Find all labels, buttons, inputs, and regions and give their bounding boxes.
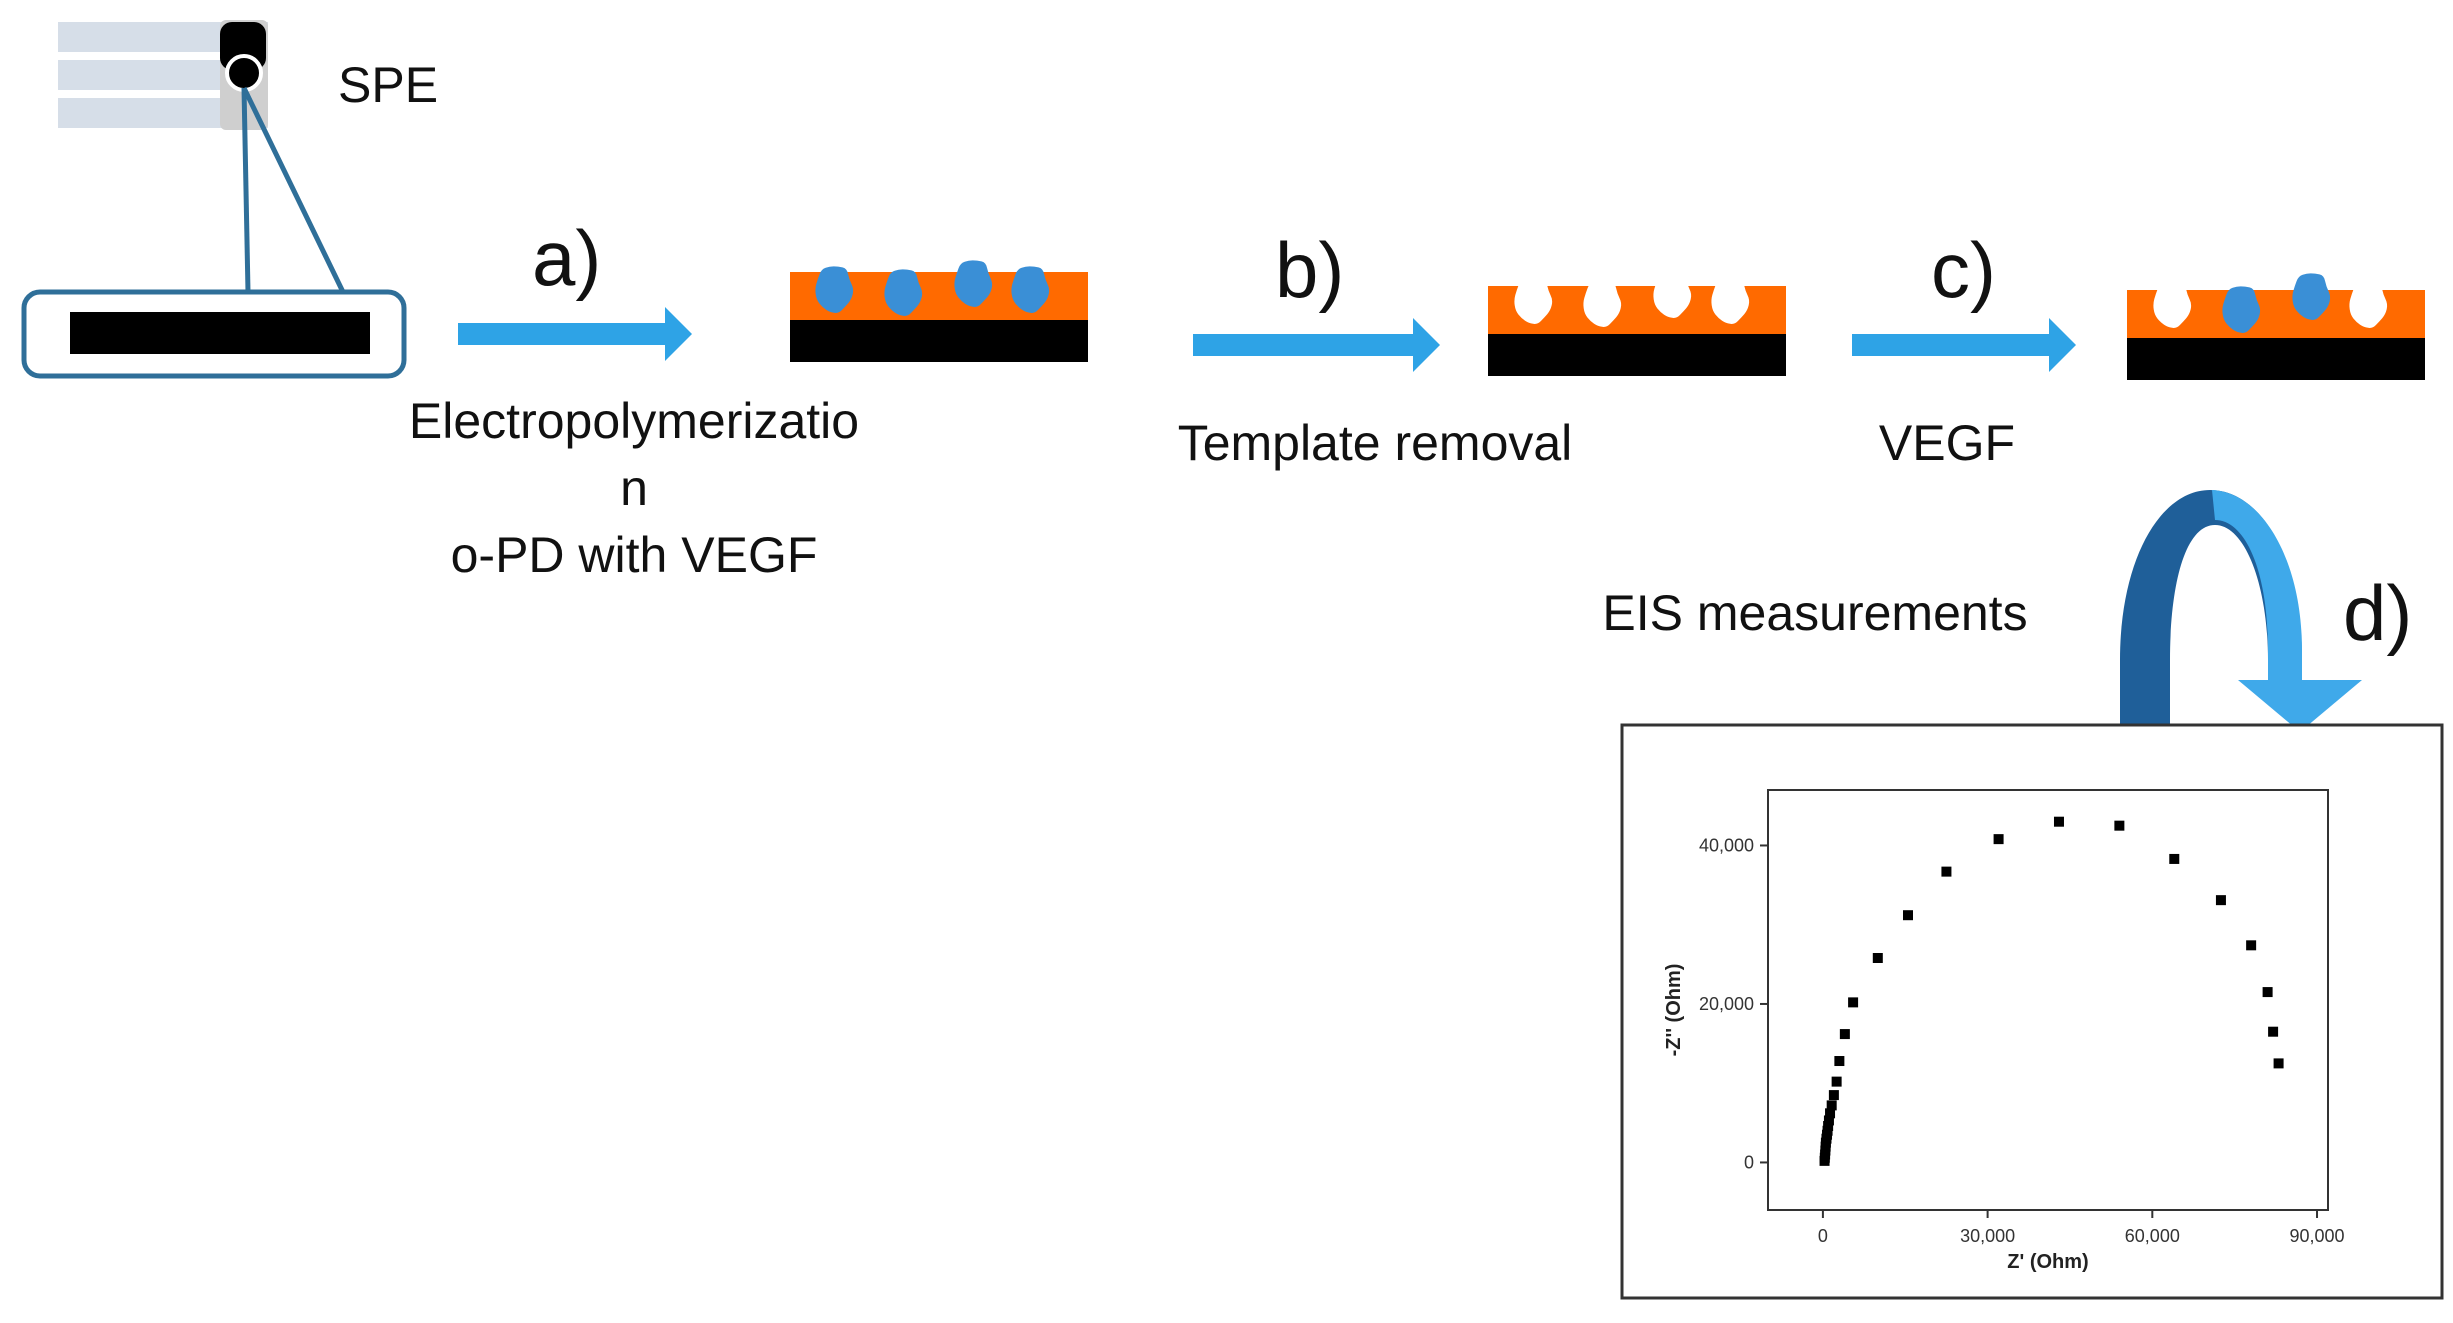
electrode-layer	[2127, 338, 2425, 380]
step-b-caption: Template removal	[1178, 415, 1573, 471]
spe-electrode	[21, 20, 407, 379]
x-tick-label: 60,000	[2125, 1226, 2180, 1246]
zoom-line-left	[241, 87, 251, 293]
eis-nyquist-plot: 0 30,000 60,000 90,000 0 20,000 40,000 Z' (Ohm…	[1620, 723, 2444, 1300]
step-a-caption-line-2: n	[620, 460, 648, 516]
y-tick-label: 40,000	[1699, 835, 1754, 855]
data-point	[2268, 1026, 2279, 1037]
data-point	[1941, 866, 1952, 877]
step-a-letter: a)	[532, 214, 601, 302]
zoom-line-right	[241, 86, 346, 294]
y-tick-label: 20,000	[1699, 994, 1754, 1014]
data-point	[1834, 1056, 1845, 1067]
electrode-layer	[790, 320, 1088, 362]
data-point	[2273, 1058, 2284, 1069]
data-point	[1872, 953, 1883, 963]
data-point	[1848, 997, 1859, 1008]
step-c-caption: VEGF	[1879, 415, 2015, 471]
data-point	[2169, 853, 2180, 864]
x-tick-label: 90,000	[2289, 1226, 2344, 1246]
x-tick-label: 30,000	[1960, 1226, 2015, 1246]
step-c-letter: c)	[1931, 226, 1996, 314]
data-point	[2262, 987, 2273, 998]
step-b-arrow	[1193, 318, 1440, 372]
vegf-protein	[884, 269, 923, 316]
stage-template-removed	[1488, 271, 1786, 376]
y-tick-label: 0	[1744, 1152, 1754, 1172]
data-point	[1839, 1029, 1850, 1040]
data-point	[1993, 834, 2004, 845]
plot-axes-box	[1767, 789, 2329, 1211]
step-a-arrow	[458, 307, 692, 361]
y-axis-label: -Z'' (Ohm)	[1663, 964, 1685, 1057]
data-point	[1825, 1108, 1836, 1119]
plot-frame	[1620, 723, 2444, 1300]
step-b-letter: b)	[1275, 226, 1344, 314]
data-point	[1826, 1100, 1837, 1111]
plot-points	[1819, 816, 2284, 1166]
step-d-letter: d)	[2343, 569, 2412, 657]
imprinted-cavity	[1653, 271, 1692, 318]
vegf-protein	[2222, 286, 2261, 333]
electrode-cross-section	[70, 312, 370, 354]
stage-imprinted	[790, 260, 1088, 362]
imprinted-cavity	[2153, 281, 2192, 328]
data-point	[1903, 910, 1913, 921]
imprinted-cavity	[1583, 280, 1622, 327]
vegf-protein	[954, 260, 993, 307]
imprinted-cavity	[2349, 281, 2388, 328]
data-point	[2114, 820, 2125, 831]
step-a-caption-line-1: Electropolymerizatio	[409, 393, 859, 449]
data-point	[2215, 895, 2226, 906]
vegf-protein	[2292, 273, 2331, 320]
imprinted-cavity	[1514, 277, 1553, 324]
step-c-arrow	[1852, 318, 2076, 372]
data-point	[2246, 940, 2257, 951]
step-a-caption-line-3: o-PD with VEGF	[451, 527, 818, 583]
data-point	[1823, 1121, 1834, 1131]
step-d-caption: EIS measurements	[1602, 585, 2027, 641]
data-point	[2053, 816, 2064, 827]
x-axis-label: Z' (Ohm)	[2007, 1251, 2088, 1273]
plot-ticks: 0 30,000 60,000 90,000 0 20,000 40,000	[1699, 835, 2345, 1246]
electrode-layer	[1488, 334, 1786, 376]
working-electrode-dot	[225, 54, 263, 92]
data-point	[1823, 1115, 1834, 1126]
vegf-protein	[1011, 266, 1050, 313]
curved-arrow-to-eis	[2120, 490, 2362, 735]
imprinted-cavity	[1711, 277, 1750, 324]
data-point	[1828, 1090, 1839, 1101]
data-point	[1831, 1076, 1842, 1087]
stage-rebound	[2127, 273, 2425, 380]
spe-label: SPE	[338, 57, 438, 113]
vegf-protein	[815, 266, 854, 313]
x-tick-label: 0	[1818, 1226, 1828, 1246]
